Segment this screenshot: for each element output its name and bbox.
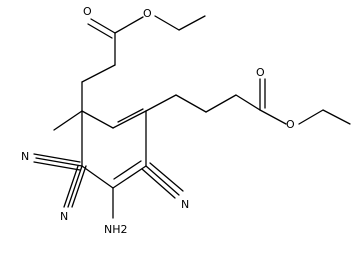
- bond-nitrile-left2-b: [63, 165, 79, 208]
- bond-nitrile-left1-c: [33, 161, 81, 171]
- bond-right-chain-2: [175, 94, 207, 113]
- bond-ring-c3-c4-double: [113, 160, 142, 180]
- bond-right-ethyl-2: [322, 109, 351, 125]
- bond-ring-c4-c5: [81, 165, 114, 189]
- bond-nitrile-right-a: [145, 165, 180, 196]
- atom-o-carbonyl-right: O: [256, 66, 265, 79]
- bond-ring-c6-c1: [81, 110, 114, 129]
- atom-labels: O O O O N N N NH2: [21, 5, 295, 236]
- bond-ring-c3-c4: [112, 165, 147, 189]
- atom-n-left-1: N: [21, 150, 29, 163]
- atom-n-left-2: N: [60, 210, 68, 223]
- bond-top-chain-2: [81, 64, 116, 83]
- bond-top-ester-o: [114, 16, 144, 34]
- bond-top-ethyl-2: [178, 15, 206, 31]
- bond-nitrile-right-b: [149, 162, 184, 192]
- bond-methyl: [53, 110, 83, 131]
- atom-o-ester-right: O: [286, 118, 295, 131]
- bond-right-chain-1: [145, 94, 177, 112]
- bond-right-ester-o: [259, 109, 287, 125]
- bond-top-carbonyl-2: [87, 23, 113, 39]
- bonds: [33, 15, 351, 219]
- bond-top-ethyl-1: [154, 15, 180, 31]
- atom-amino: NH2: [104, 223, 128, 236]
- bond-right-chain-4: [235, 94, 261, 111]
- bond-right-ethyl-1: [298, 109, 324, 125]
- bond-top-carbonyl-1: [90, 18, 116, 34]
- bond-right-chain-3: [205, 94, 237, 113]
- atom-n-right: N: [181, 198, 189, 211]
- bond-nitrile-left2-c: [71, 165, 87, 208]
- bond-nitrile-right-c: [141, 168, 176, 199]
- bond-nitrile-left2-a: [67, 165, 83, 208]
- bond-nitrile-left1-b: [33, 153, 81, 163]
- bond-ring-c1-c2: [112, 110, 147, 129]
- atom-o-carbonyl-top: O: [83, 5, 92, 18]
- bond-ring-c1-c2-double: [117, 108, 144, 123]
- bond-nitrile-left1-a: [35, 157, 83, 167]
- atom-o-ester-top: O: [143, 7, 152, 20]
